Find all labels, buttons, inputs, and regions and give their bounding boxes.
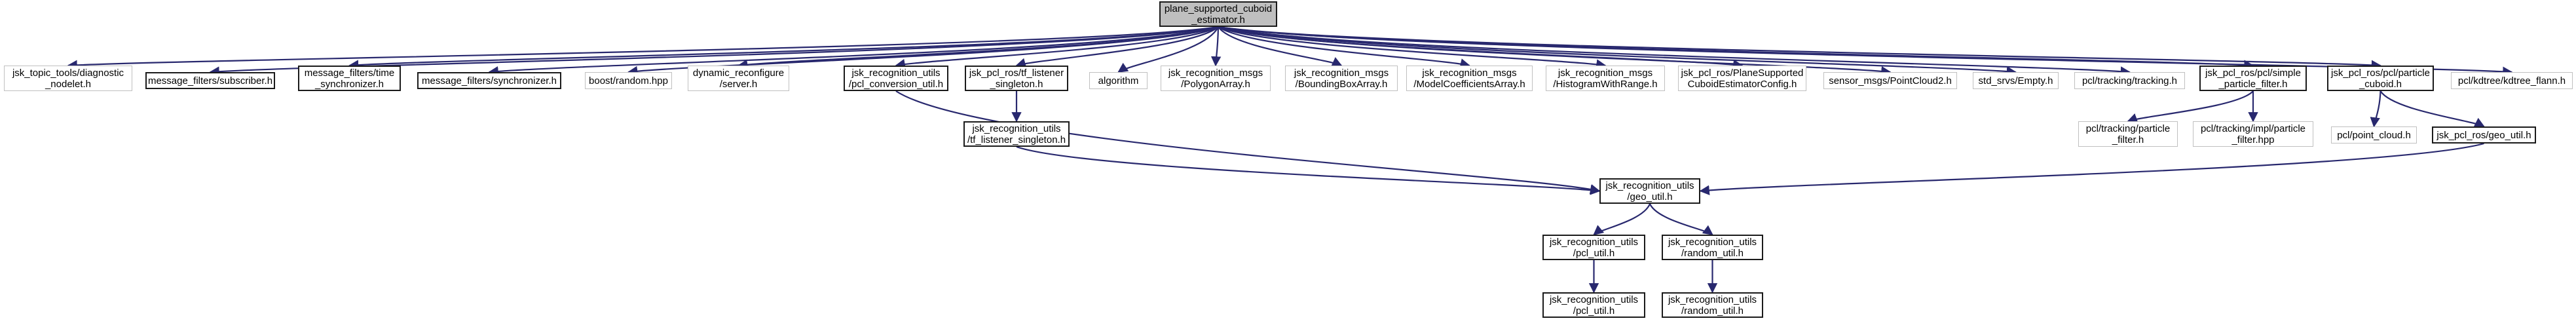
graph-node-mfsubscriber[interactable]: message_filters/subscriber.h (145, 72, 275, 89)
graph-node-boostrandom[interactable]: boost/random.hpp (585, 72, 672, 89)
graph-node-root[interactable]: plane_supported_cuboid _estimator.h (1159, 1, 1277, 27)
graph-edge-simpleparticle-to-pclparticle (2127, 90, 2254, 123)
graph-node-dynrecfg[interactable]: dynamic_reconfigure /server.h (688, 66, 789, 91)
graph-node-tflistsingleutil[interactable]: jsk_recognition_utils /tf_listener_singl… (963, 121, 1070, 147)
graph-node-pclutil1[interactable]: jsk_recognition_utils /pcl_util.h (1542, 235, 1645, 260)
graph-node-pclconv[interactable]: jsk_recognition_utils /pcl_conversion_ut… (844, 66, 948, 91)
graph-edge-root-to-cfgheader (1218, 26, 1744, 70)
graph-edge-root-to-particlecuboid (1218, 26, 2382, 71)
graph-edge-root-to-polygonarray (1210, 26, 1222, 67)
graph-edge-particlecuboid-to-pclpointcloud (2370, 90, 2381, 128)
graph-edge-root-to-dynrecfg (737, 26, 1219, 69)
graph-node-kdtreeflann[interactable]: pcl/kdtree/kdtree_flann.h (2451, 72, 2573, 89)
graph-node-algorithm[interactable]: algorithm (1089, 72, 1148, 89)
graph-node-mftime[interactable]: message_filters/time _synchronizer.h (298, 66, 401, 91)
graph-edge-root-to-bboxarray (1218, 26, 1343, 67)
graph-edge-root-to-simpleparticle (1218, 26, 2254, 70)
graph-edge-particlecuboid-to-geoutilros (2380, 90, 2485, 127)
graph-node-randomutil2[interactable]: jsk_recognition_utils /random_util.h (1662, 292, 1763, 318)
graph-node-polygonarray[interactable]: jsk_recognition_msgs /PolygonArray.h (1161, 66, 1271, 91)
graph-edge-root-to-tflistsingle (1015, 26, 1219, 68)
graph-node-pclpointcloud[interactable]: pcl/point_cloud.h (2331, 126, 2417, 144)
graph-node-randomutil1[interactable]: jsk_recognition_utils /random_util.h (1662, 235, 1763, 260)
graph-node-diagnostic[interactable]: jsk_topic_tools/diagnostic _nodelet.h (4, 66, 132, 91)
graph-node-pclutil2[interactable]: jsk_recognition_utils /pcl_util.h (1542, 292, 1645, 318)
graph-node-modelcoef[interactable]: jsk_recognition_msgs /ModelCoefficientsA… (1406, 66, 1533, 91)
graph-edge-geoutil-to-randomutil1 (1649, 203, 1713, 235)
graph-node-histrange[interactable]: jsk_recognition_msgs /HistogramWithRange… (1546, 66, 1665, 91)
graph-edge-root-to-modelcoef (1218, 26, 1471, 69)
graph-node-geoutilros[interactable]: jsk_pcl_ros/geo_util.h (2432, 126, 2536, 144)
graph-edge-tflistsingleutil-to-geoutil (1016, 145, 1601, 195)
graph-node-pointcloud2[interactable]: sensor_msgs/PointCloud2.h (1823, 72, 1957, 89)
graph-edge-root-to-diagnostic (67, 26, 1219, 70)
graph-edge-root-to-pclconv (895, 26, 1219, 69)
graph-node-tflistsingle[interactable]: jsk_pcl_ros/tf_listener _singleton.h (965, 66, 1068, 91)
graph-node-stdsrvsempty[interactable]: std_srvs/Empty.h (1973, 72, 2059, 89)
graph-edge-root-to-histrange (1218, 26, 1607, 69)
graph-edge-geoutil-to-pclutil1 (1593, 203, 1651, 235)
graph-edge-geoutilros-to-geoutil (1699, 142, 2484, 195)
graph-node-bboxarray[interactable]: jsk_recognition_msgs /BoundingBoxArray.h (1285, 66, 1398, 91)
graph-node-simpleparticle[interactable]: jsk_pcl_ros/pcl/simple _particle_filter.… (2199, 66, 2307, 91)
graph-node-particlecuboid[interactable]: jsk_pcl_ros/pcl/particle _cuboid.h (2327, 66, 2434, 91)
graph-edge-root-to-mftime (348, 26, 1219, 70)
graph-node-pcltracking[interactable]: pcl/tracking/tracking.h (2074, 72, 2185, 89)
graph-node-geoutil[interactable]: jsk_recognition_utils /geo_util.h (1599, 178, 1700, 204)
graph-node-pclimplparticle[interactable]: pcl/tracking/impl/particle _filter.hpp (2193, 121, 2313, 147)
graph-node-pclparticle[interactable]: pcl/tracking/particle _filter.h (2078, 121, 2178, 147)
graph-node-cfgheader[interactable]: jsk_pcl_ros/PlaneSupported CuboidEstimat… (1678, 66, 1806, 91)
graph-node-mfsync[interactable]: message_filters/synchronizer.h (417, 72, 561, 89)
